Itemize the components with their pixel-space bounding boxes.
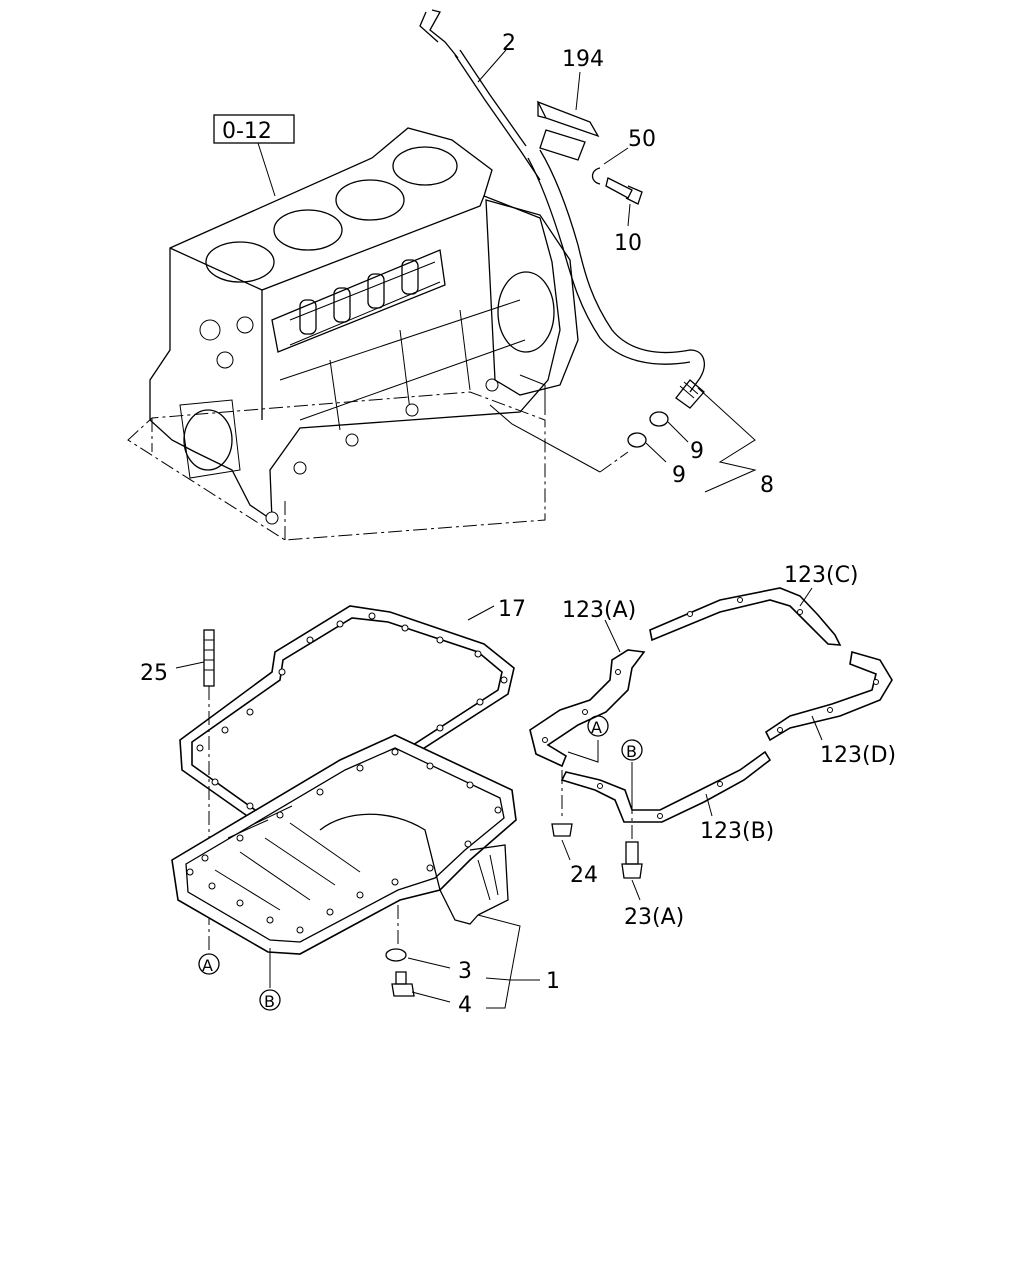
label-123a: 123(A) xyxy=(562,598,636,623)
marker-b-left: B xyxy=(259,989,281,1011)
label-8: 8 xyxy=(760,473,774,498)
label-9-lower: 9 xyxy=(672,463,686,488)
svg-text:A: A xyxy=(591,718,602,737)
tube-gaskets xyxy=(627,387,757,493)
svg-text:A: A xyxy=(202,956,213,975)
label-9-upper: 9 xyxy=(690,439,704,464)
label-123c: 123(C) xyxy=(784,563,859,588)
ref-box-label: 0-12 xyxy=(222,119,272,144)
pan-bolts xyxy=(551,770,643,901)
cylinder-block xyxy=(127,127,579,541)
label-2: 2 xyxy=(502,31,516,56)
pan-gasket-17 xyxy=(179,605,515,833)
marker-b-right: B xyxy=(621,739,643,761)
label-194: 194 xyxy=(562,47,604,72)
label-123d: 123(D) xyxy=(820,743,896,768)
label-24: 24 xyxy=(570,863,598,888)
label-17: 17 xyxy=(498,597,526,622)
ref-box-0-12: 0-12 xyxy=(213,114,295,197)
label-23a: 23(A) xyxy=(624,905,684,930)
label-50: 50 xyxy=(628,127,656,152)
label-4: 4 xyxy=(458,993,472,1018)
marker-a-right: A xyxy=(587,715,609,737)
label-10: 10 xyxy=(614,231,642,256)
callout-labels: 2 194 50 10 9 9 8 17 25 123(A) 123(C) 12… xyxy=(140,31,896,1018)
marker-a-left: A xyxy=(198,953,220,975)
svg-text:B: B xyxy=(626,742,637,761)
label-123b: 123(B) xyxy=(700,819,774,844)
gasket-123-set xyxy=(529,587,893,823)
label-3: 3 xyxy=(458,959,472,984)
label-25: 25 xyxy=(140,661,168,686)
svg-text:B: B xyxy=(264,992,275,1011)
dipstick-assembly xyxy=(419,9,705,473)
label-1: 1 xyxy=(546,969,560,994)
oil-pan-1 xyxy=(171,734,540,1009)
